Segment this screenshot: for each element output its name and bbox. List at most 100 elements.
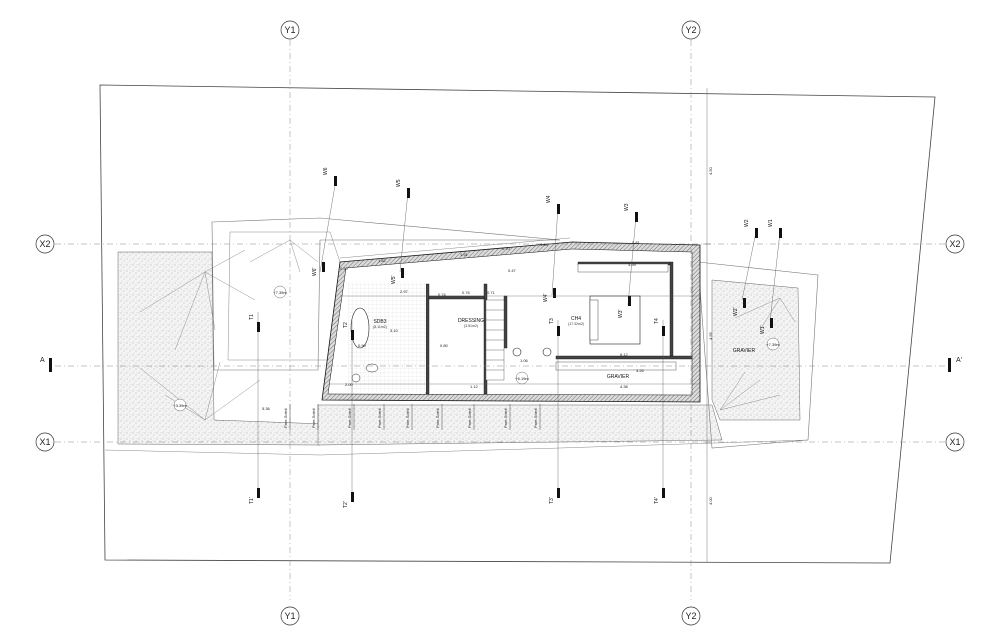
facade-label: Pare-Soleil — [533, 408, 538, 428]
grid-label: Y1 — [284, 25, 295, 35]
room-label-chambre: CH4 — [571, 316, 581, 322]
grid-label: X1 — [39, 437, 50, 447]
marker-w5-prime: W5' — [391, 268, 404, 284]
bed — [589, 295, 641, 345]
svg-text:W6': W6' — [312, 268, 318, 277]
svg-text:T2': T2' — [343, 501, 349, 508]
dimension-label: 0.70 — [502, 246, 511, 251]
grid-label: Y1 — [284, 611, 295, 621]
sink — [365, 363, 379, 373]
marker-w2: W2 — [744, 219, 758, 238]
facade-label: Pare-Soleil — [377, 408, 382, 428]
facade-label: Pare-Soleil — [467, 408, 472, 428]
dimension-label: 3.59 — [628, 262, 637, 267]
grid-bubble-y1-bottom: Y1 — [280, 606, 300, 626]
dimension-label: 0.74 — [438, 292, 447, 297]
elevation-cut-lines — [257, 179, 781, 498]
section-label: A' — [956, 357, 962, 364]
dimension-label: 1.84 — [540, 242, 549, 247]
svg-text:W5': W5' — [391, 276, 397, 285]
svg-text:W1: W1 — [768, 219, 774, 227]
svg-text:W3': W3' — [618, 310, 624, 319]
terrace-sketch-right — [719, 297, 796, 411]
marker-w5: W5 — [396, 179, 410, 198]
marker-t4-prime: T4' — [654, 488, 665, 504]
marker-w2-prime: W2' — [733, 298, 746, 316]
room-label-gravier-right: GRAVIER — [733, 348, 756, 354]
marker-t3: T3 — [549, 318, 560, 336]
dimension-label: 2.97 — [400, 289, 409, 294]
facade-label: Pare-Soleil — [283, 408, 288, 428]
svg-text:+7.39m: +7.39m — [273, 290, 287, 295]
dimension-label: 1.06 — [520, 358, 529, 363]
bed-pillows — [589, 299, 599, 341]
svg-text:T4: T4 — [654, 318, 660, 324]
grid-bubble-x2-left: X2 — [35, 234, 55, 254]
dimension-chain-right — [703, 88, 711, 562]
dimension-label: 0.71 — [487, 290, 496, 295]
facade-label: Pare-Soleil — [435, 408, 440, 428]
dimension-label: 4.50 — [708, 166, 713, 175]
svg-text:T3': T3' — [549, 497, 555, 504]
gravel-terrace-right — [711, 279, 801, 421]
svg-text:T2: T2 — [343, 322, 349, 328]
svg-text:+3.39m: +3.39m — [173, 403, 187, 408]
wardrobe — [577, 263, 669, 273]
svg-text:W5: W5 — [396, 179, 402, 187]
level-marker-1: +7.39m — [273, 285, 287, 299]
room-label-dressing: DRESSING — [458, 318, 484, 324]
stair — [485, 299, 505, 381]
facade-sunshades — [289, 404, 541, 430]
marker-t1: T1 — [249, 314, 260, 332]
room-label-gravier-bottom: GRAVIER — [607, 374, 630, 380]
dimension-label: 0.76 — [462, 290, 471, 295]
marker-t3-prime: T3' — [549, 488, 560, 504]
gravel-terrace-left — [117, 251, 326, 446]
roof-outline-left — [211, 217, 561, 371]
dimension-label: 3.26 — [636, 368, 645, 373]
dimension-label: 0.80 — [440, 343, 449, 348]
dimension-label: 5.36 — [262, 406, 271, 411]
grid-bubble-x2-right: X2 — [945, 234, 965, 254]
level-marker-4: +6.19m — [515, 371, 529, 385]
bathtub — [350, 307, 370, 349]
section-marker-a: A — [40, 357, 52, 372]
marker-t2-prime: T2' — [343, 492, 354, 508]
marker-w6-prime: W6' — [312, 262, 325, 276]
grid-bubble-x1-right: X1 — [945, 432, 965, 452]
marker-t2: T2 — [343, 322, 354, 340]
svg-text:W4: W4 — [546, 195, 552, 203]
dimension-label: 4.00 — [708, 496, 713, 505]
room-area-dressing: (3.51m2) — [464, 324, 478, 328]
grid-bubble-x1-left: X1 — [35, 432, 55, 452]
dimension-label: 6.12 — [620, 352, 629, 357]
stair-column-2 — [542, 347, 552, 357]
marker-w3-prime: W3' — [618, 296, 631, 318]
room-area-sdb: (8.11m2) — [373, 325, 387, 329]
grid-label: X1 — [949, 437, 960, 447]
marker-t4: T4 — [654, 318, 665, 336]
interior-partitions — [425, 261, 693, 395]
dimension-label: 1.82 — [378, 258, 387, 263]
marker-w1: W1 — [768, 219, 782, 238]
site-boundary — [99, 84, 936, 564]
marker-w1-prime: W1' — [760, 318, 773, 334]
dimension-label: 4.55 — [708, 331, 713, 340]
dimension-label: 2.00 — [345, 382, 354, 387]
marker-w4-prime: W4' — [543, 288, 556, 302]
svg-text:T1': T1' — [249, 497, 255, 504]
level-marker-2: +3.39m — [173, 398, 187, 412]
marker-w3: W3 — [624, 203, 638, 222]
facade-label: Pare-Soleil — [347, 408, 352, 428]
dimension-label: 0.47 — [508, 268, 517, 273]
room-label-sdb: SDB3 — [373, 319, 386, 325]
grid-label: X2 — [39, 239, 50, 249]
section-label: A — [40, 357, 45, 364]
dimension-label: 1.91 — [460, 252, 469, 257]
dimension-label: 0.50 — [340, 266, 349, 271]
facade-label: Pare-Soleil — [503, 408, 508, 428]
terrace-sketch-left — [139, 239, 319, 421]
svg-text:T1: T1 — [249, 314, 255, 320]
svg-text:+7.39m: +7.39m — [766, 342, 780, 347]
